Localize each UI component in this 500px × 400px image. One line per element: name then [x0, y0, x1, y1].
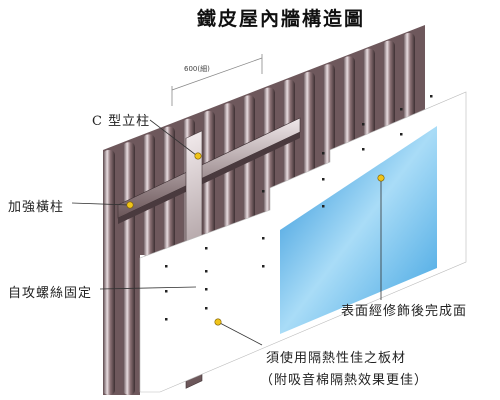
dimension-line: [171, 54, 263, 106]
screw-mark: [400, 133, 403, 136]
corrugation-rib: [403, 33, 415, 120]
corrugation-rib: [323, 64, 335, 166]
screw-mark: [362, 123, 365, 126]
screw-mark: [262, 265, 265, 268]
leader-lines: [71, 119, 382, 346]
screw-mark: [362, 148, 365, 151]
corrugation-rib: [363, 48, 375, 137]
stud-spacing-label: 600(細): [184, 65, 210, 73]
screw-mark: [165, 265, 168, 268]
finish-surface-label: 表面經修飾後完成面: [341, 304, 468, 319]
screw-mark: [322, 205, 325, 208]
corrugation-rib: [123, 142, 135, 395]
screw-mark: [262, 237, 265, 240]
screw-mark: [205, 307, 208, 310]
finished-surface: [280, 126, 437, 334]
screws: [165, 95, 433, 321]
screw-mark: [205, 288, 208, 291]
screw-mark: [400, 108, 403, 111]
corrugation-rib: [343, 56, 355, 145]
corrugation-rib: [383, 40, 395, 128]
screw-mark: [262, 190, 265, 193]
corrugation-rib: [103, 150, 115, 395]
insulation-note: （附吸音棉隔熱效果更佳）: [260, 373, 429, 388]
screw-label: 自攻螺絲固定: [8, 286, 93, 301]
screw-mark: [322, 152, 325, 155]
screw-mark: [165, 290, 168, 293]
reinforcing-beam: [117, 117, 301, 224]
screw-mark: [205, 247, 208, 250]
corrugation-rib: [303, 72, 315, 174]
callout-markers: [126, 152, 385, 326]
screw-mark: [205, 270, 208, 273]
page-title: 鐵皮屋內牆構造圖: [197, 8, 366, 30]
screw-mark: [430, 95, 433, 98]
insulation-label: 須使用隔熱性佳之板材: [266, 351, 407, 366]
c-stud-label: C 型立柱: [92, 114, 151, 129]
screw-mark: [165, 318, 168, 321]
reinforce-beam-label: 加強橫柱: [8, 200, 65, 215]
screw-mark: [322, 178, 325, 181]
